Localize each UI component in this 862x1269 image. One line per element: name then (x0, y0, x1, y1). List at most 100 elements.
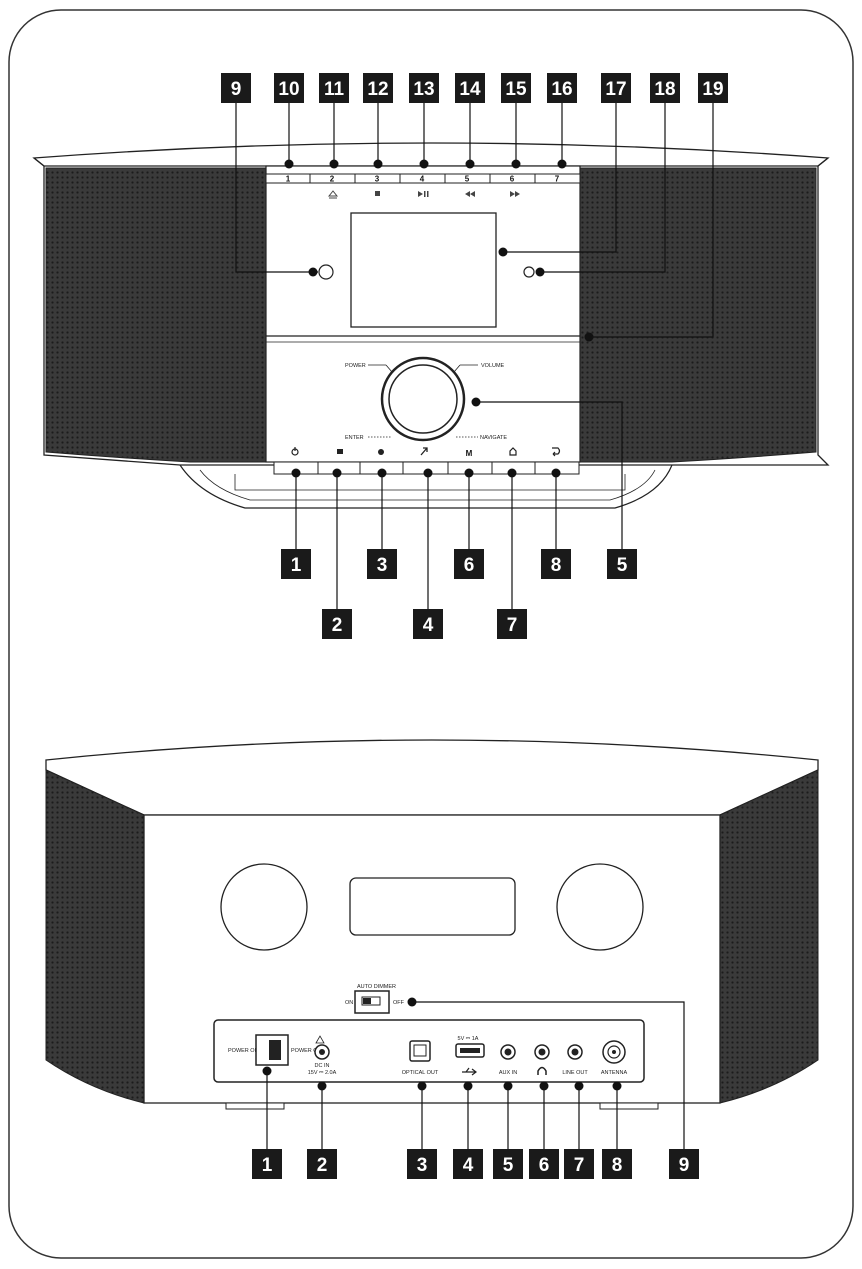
svg-text:12: 12 (367, 79, 388, 100)
svg-text:2: 2 (330, 175, 335, 184)
svg-text:13: 13 (413, 79, 434, 100)
svg-text:2: 2 (332, 615, 343, 636)
callout-front-7: 7 (497, 609, 527, 639)
dc-rating-label: 15V ⎓ 2.0A (308, 1070, 337, 1076)
svg-text:9: 9 (231, 79, 242, 100)
back-foot-right (599, 1102, 659, 1110)
dc-in-label: DC IN (315, 1063, 330, 1069)
auto-dimmer-label: AUTO DIMMER (357, 984, 396, 990)
bass-reflex-right (556, 863, 644, 951)
headphone-icon (537, 1066, 547, 1075)
play-pause-icon (418, 191, 429, 197)
auto-dimmer-off-label: OFF (393, 1000, 405, 1006)
info-icon (378, 449, 384, 455)
power-icon (291, 447, 299, 456)
back-leader-dots (262, 997, 622, 1091)
svg-text:19: 19 (702, 79, 723, 100)
usb-rating-label: 5V ⎓ 1A (458, 1036, 479, 1042)
svg-text:4: 4 (423, 615, 434, 636)
auto-dimmer-on-label: ON (345, 1000, 353, 1006)
callout-front-11: 11 (319, 73, 349, 103)
svg-text:3: 3 (377, 555, 388, 576)
preset-key-6[interactable]: 6 (489, 173, 536, 184)
svg-text:15: 15 (505, 79, 527, 100)
callout-front-19: 19 (698, 73, 728, 103)
svg-text:1: 1 (291, 555, 302, 576)
callout-front-6: 6 (454, 549, 484, 579)
preset-key-1[interactable]: 1 (265, 173, 311, 184)
stop-icon (375, 191, 380, 196)
svg-text:6: 6 (464, 555, 475, 576)
preset-keys-row: 1 2 3 4 5 6 7 (265, 173, 581, 184)
svg-text:6: 6 (510, 175, 515, 184)
enter-label: ENTER (345, 435, 364, 441)
callout-front-3: 3 (367, 549, 397, 579)
optical-out-label: OPTICAL OUT (402, 1070, 439, 1076)
back-leader-lines (266, 1001, 685, 1150)
line-out-label: LINE OUT (562, 1070, 588, 1076)
svg-text:5: 5 (617, 555, 628, 576)
callout-front-14: 14 (455, 73, 485, 103)
alarm-icon (420, 447, 428, 456)
svg-text:10: 10 (278, 79, 299, 100)
callout-back-5: 5 (493, 1149, 523, 1179)
callout-back-7: 7 (564, 1149, 594, 1179)
left-speaker-grille (45, 167, 267, 463)
svg-text:1: 1 (262, 1155, 273, 1176)
callout-back-2: 2 (307, 1149, 337, 1179)
svg-text:17: 17 (605, 79, 626, 100)
svg-text:5: 5 (465, 175, 470, 184)
callout-front-16: 16 (547, 73, 577, 103)
fast-forward-icon (510, 191, 520, 197)
preset-key-3[interactable]: 3 (354, 173, 401, 184)
callout-front-13: 13 (409, 73, 439, 103)
svg-text:5: 5 (503, 1155, 514, 1176)
callout-back-9: 9 (669, 1149, 699, 1179)
callout-front-4: 4 (413, 609, 443, 639)
right-speaker-grille (579, 167, 817, 463)
ir-sensor-left (318, 264, 334, 280)
svg-text:7: 7 (507, 615, 518, 636)
front-display (350, 212, 497, 328)
front-leader-lines (235, 96, 714, 612)
preset-key-7[interactable]: 7 (534, 173, 581, 184)
back-top-lid (45, 739, 819, 816)
callout-front-10: 10 (274, 73, 304, 103)
preset-key-2[interactable]: 2 (309, 173, 356, 184)
navigate-label: NAVIGATE (480, 435, 507, 441)
bass-reflex-left (220, 863, 308, 951)
home-icon (509, 447, 517, 456)
ir-sensor-right (523, 266, 535, 278)
svg-text:1: 1 (286, 175, 291, 184)
preset-key-4[interactable]: 4 (399, 173, 446, 184)
back-right-grille (719, 769, 819, 1104)
eject-icon (327, 190, 339, 199)
back-view: AUTO DIMMER ON OFF POWER ON POWER OFF DC… (45, 739, 819, 1179)
svg-text:3: 3 (375, 175, 380, 184)
svg-text:3: 3 (417, 1155, 428, 1176)
callout-back-4: 4 (453, 1149, 483, 1179)
volume-label: VOLUME (481, 363, 505, 369)
svg-text:9: 9 (679, 1155, 690, 1176)
back-foot-left (225, 1102, 285, 1110)
return-icon (552, 447, 561, 457)
back-window (349, 877, 516, 936)
svg-text:11: 11 (324, 79, 345, 100)
aux-in-label: AUX IN (499, 1070, 517, 1076)
power-on-label: POWER ON (228, 1048, 259, 1054)
svg-text:7: 7 (555, 175, 560, 184)
callout-back-6: 6 (529, 1149, 559, 1179)
power-label: POWER (345, 363, 366, 369)
preset-key-5[interactable]: 5 (444, 173, 491, 184)
svg-text:16: 16 (551, 79, 572, 100)
callout-front-5: 5 (607, 549, 637, 579)
power-off-label: POWER OFF (291, 1048, 325, 1054)
callout-back-8: 8 (602, 1149, 632, 1179)
svg-text:14: 14 (459, 79, 481, 100)
callout-front-18: 18 (650, 73, 680, 103)
m-key-label: M (466, 449, 473, 458)
back-left-grille (45, 769, 145, 1104)
svg-text:4: 4 (420, 175, 425, 184)
callout-front-2: 2 (322, 609, 352, 639)
svg-text:18: 18 (654, 79, 675, 100)
